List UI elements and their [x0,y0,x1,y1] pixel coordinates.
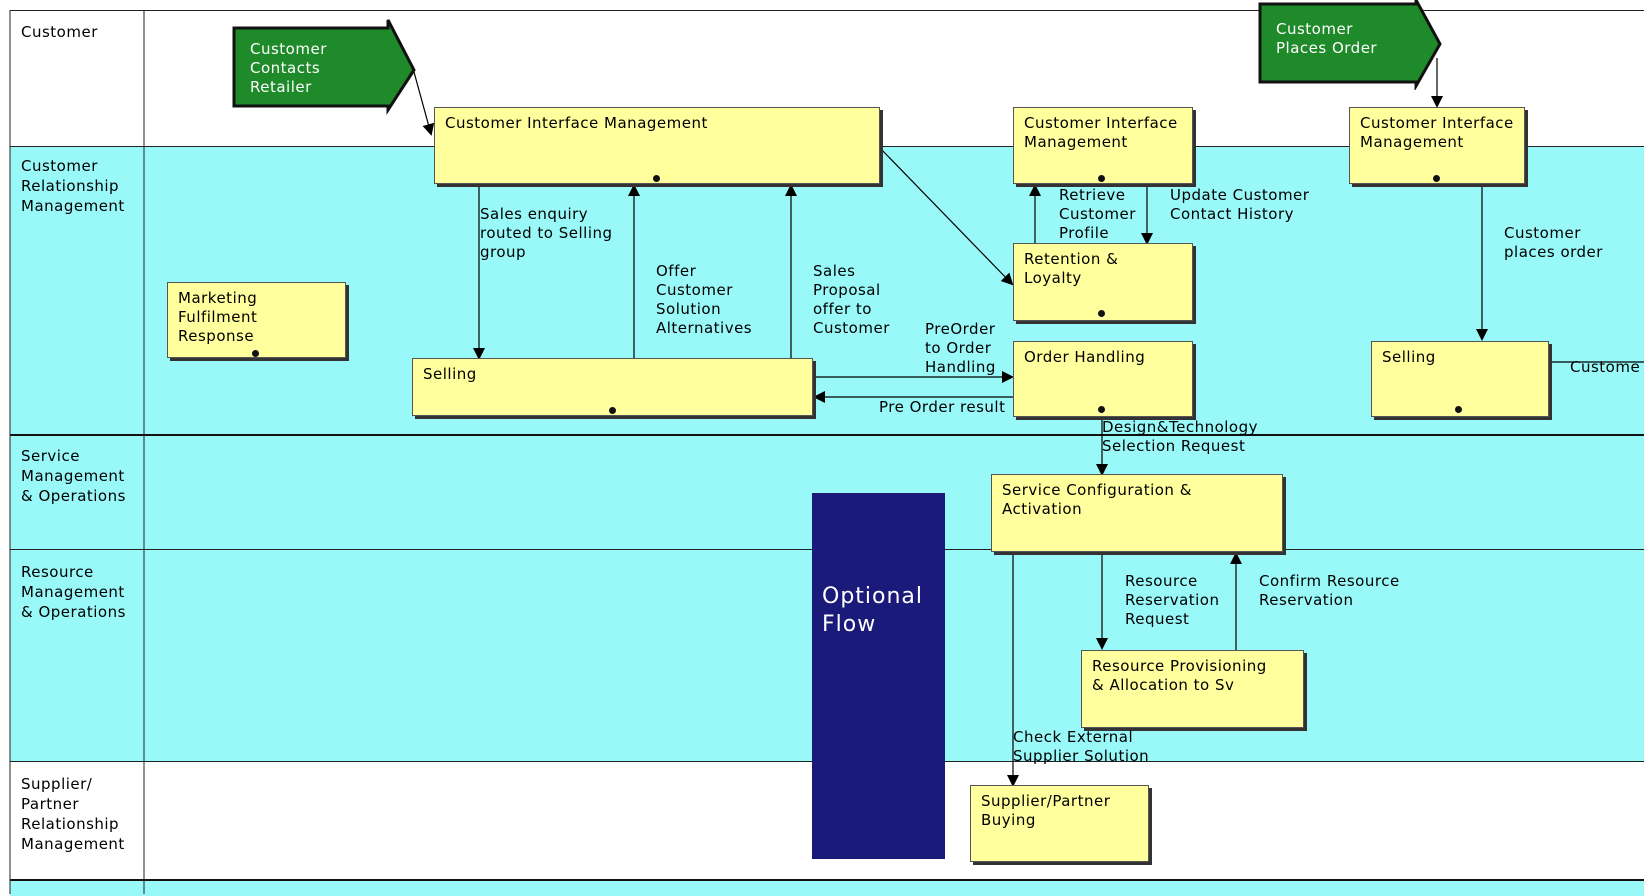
lane-label-service: Service Management & Operations [21,447,126,505]
label-sales-proposal: Sales Proposal offer to Customer [813,262,890,337]
connector-dot [1433,175,1440,182]
customer-interface-management-mid-box: Customer Interface Management [1013,107,1193,184]
lane-label-customer: Customer [21,23,98,41]
service-configuration-activation-box: Service Configuration & Activation [991,474,1283,552]
lane-label-supplier: Supplier/ Partner Relationship Managemen… [21,775,125,853]
optional-flow-label: Optional Flow [822,584,924,637]
label-check-external: Check External Supplier Solution [1013,728,1150,765]
resource-provisioning-box: Resource Provisioning & Allocation to Sv [1081,650,1304,728]
trigger-places-text: Customer Places Order [1276,20,1378,57]
label-preorder-result: Pre Order result [879,398,1006,416]
lane-label-resource: Resource Management & Operations [21,563,126,621]
lane-label-crm: Customer Relationship Management [21,157,125,215]
customer-interface-management-box: Customer Interface Management [434,107,880,184]
retention-loyalty-box: Retention & Loyalty [1013,243,1193,321]
order-handling-box: Order Handling [1013,341,1193,417]
label-retrieve-profile: Retrieve Customer Profile [1059,186,1136,242]
trigger-contacts-text: Customer Contacts Retailer [250,40,327,96]
connector-dot [609,407,616,414]
customer-interface-management-right-box: Customer Interface Management [1349,107,1525,184]
customer-contacts-retailer-trigger [232,19,416,116]
label-design-tech: Design&Technology Selection Request [1102,418,1259,455]
connector-dot [1098,310,1105,317]
connector-dot [252,350,259,357]
connector-dot [1455,406,1462,413]
selling-right-box: Selling [1371,341,1549,417]
selling-box: Selling [412,358,813,416]
connector-dot [653,175,660,182]
label-resource-reservation: Resource Reservation Request [1125,572,1220,628]
marketing-fulfilment-response-box: Marketing Fulfilment Response [167,282,346,358]
customer-places-order-trigger [1258,0,1442,90]
label-offer-solution: Offer Customer Solution Alternatives [656,262,753,337]
label-update-history: Update Customer Contact History [1170,186,1310,223]
connector-dot [1098,406,1105,413]
connector-dot [1098,175,1105,182]
lane-bottom [10,879,1644,896]
label-customer-cut: Custome [1570,358,1641,376]
optional-flow-band [812,493,945,859]
supplier-partner-buying-box: Supplier/Partner Buying [970,785,1149,862]
label-customer-places-order: Customer places order [1504,224,1603,261]
label-preorder: PreOrder to Order Handling [925,320,996,376]
label-sales-enquiry: Sales enquiry routed to Selling group [480,205,613,261]
label-confirm-reservation: Confirm Resource Reservation [1259,572,1400,609]
